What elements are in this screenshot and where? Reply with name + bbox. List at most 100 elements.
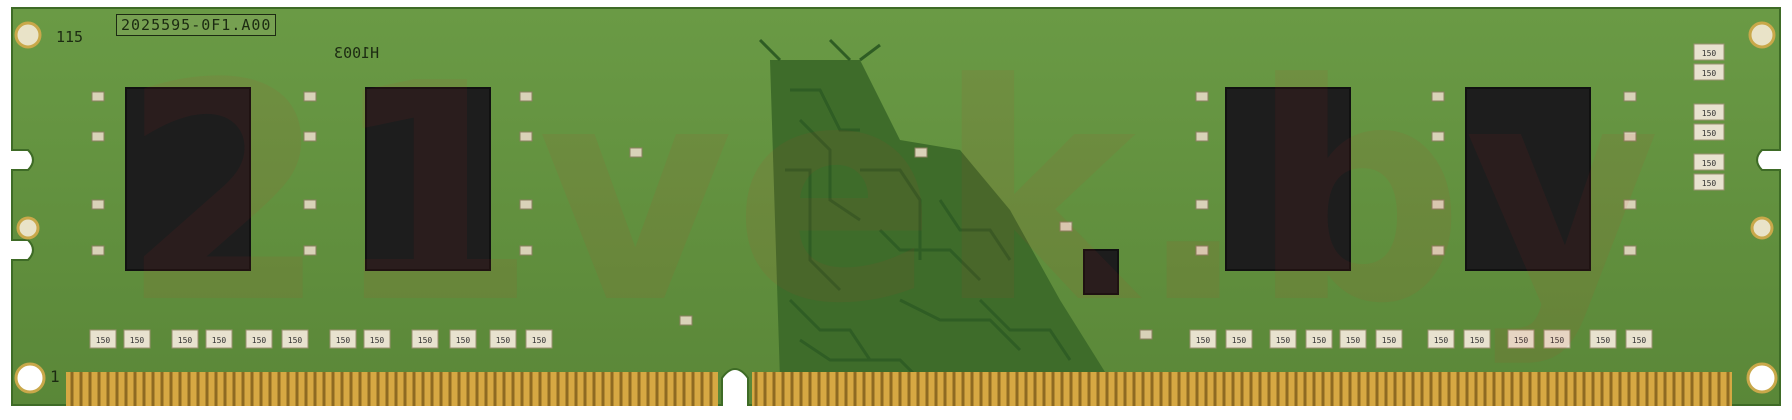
- smd-capacitor: [1195, 245, 1209, 256]
- resistor-code-label: 150: [212, 336, 227, 345]
- resistor-code-label: 150: [1232, 336, 1247, 345]
- resistor-arrays: 150 150 150 150 150 150 150 150 150 150 150 150 150 1…: [89, 43, 1725, 349]
- resistor-array: 150: [1507, 329, 1535, 349]
- memory-chip-4: [1465, 87, 1591, 271]
- smd-capacitor: [1195, 91, 1209, 102]
- gold-contacts: [66, 372, 1732, 406]
- resistor-array: 150: [1375, 329, 1403, 349]
- resistor-array: 150: [245, 329, 273, 349]
- resistor-array: 150: [1463, 329, 1491, 349]
- smd-capacitor: [303, 91, 317, 102]
- resistor-array: 150: [1693, 153, 1725, 171]
- resistor-code-label: 150: [496, 336, 511, 345]
- resistor-array: 150: [1543, 329, 1571, 349]
- resistor-array: 150: [1693, 63, 1725, 81]
- smd-capacitor: [1139, 329, 1153, 340]
- resistor-array: 150: [1427, 329, 1455, 349]
- pin-one-marker: 1: [50, 367, 60, 386]
- resistor-array: 150: [1269, 329, 1297, 349]
- smd-capacitor: [303, 131, 317, 142]
- resistor-array: 150: [89, 329, 117, 349]
- smd-capacitor: [303, 245, 317, 256]
- smd-capacitor: [629, 147, 643, 158]
- smd-capacitor: [1195, 199, 1209, 210]
- smd-capacitor: [1195, 131, 1209, 142]
- smd-capacitor: [519, 245, 533, 256]
- resistor-code-label: 150: [1550, 336, 1565, 345]
- memory-chips: [125, 87, 1591, 295]
- resistor-code-label: 150: [1346, 336, 1361, 345]
- resistor-array: 150: [1693, 43, 1725, 61]
- smd-capacitor: [91, 199, 105, 210]
- resistor-code-label: 150: [1382, 336, 1397, 345]
- smd-capacitor: [1431, 131, 1445, 142]
- resistor-code-label: 150: [1470, 336, 1485, 345]
- resistor-code-label: 150: [130, 336, 145, 345]
- smd-capacitor: [303, 199, 317, 210]
- resistor-code-label: 150: [1596, 336, 1611, 345]
- resistor-code-label: 150: [1514, 336, 1529, 345]
- mounting-holes: [14, 21, 1778, 394]
- smd-capacitor: [91, 91, 105, 102]
- resistor-array: 150: [525, 329, 553, 349]
- smd-capacitor: [1623, 91, 1637, 102]
- resistor-array: 150: [171, 329, 199, 349]
- resistor-array: 150: [1693, 103, 1725, 121]
- resistor-code-label: 150: [1312, 336, 1327, 345]
- resistor-code-label: 150: [178, 336, 193, 345]
- resistor-array: 150: [281, 329, 309, 349]
- smd-capacitor: [1431, 91, 1445, 102]
- resistor-array: 150: [1589, 329, 1617, 349]
- memory-chip-3: [1225, 87, 1351, 271]
- resistor-code-label: 150: [532, 336, 547, 345]
- resistor-array: 150: [363, 329, 391, 349]
- resistor-array: 150: [1625, 329, 1653, 349]
- resistor-code-label: 150: [456, 336, 471, 345]
- smd-capacitor: [1059, 221, 1073, 232]
- resistor-array: 150: [1305, 329, 1333, 349]
- resistor-code-label: 150: [1702, 109, 1717, 118]
- part-number-label: 2025595-0F1.A00: [116, 14, 277, 36]
- spd-chip: [1083, 249, 1119, 295]
- smd-capacitor: [914, 147, 928, 158]
- resistor-code-label: 150: [1702, 159, 1717, 168]
- resistor-code-label: 150: [418, 336, 433, 345]
- resistor-array: 150: [205, 329, 233, 349]
- smd-capacitor: [1623, 131, 1637, 142]
- resistor-array: 150: [449, 329, 477, 349]
- pcb-code-label: H1003: [334, 44, 380, 62]
- resistor-array: 150: [1189, 329, 1217, 349]
- smd-capacitor: [91, 245, 105, 256]
- smd-capacitor: [1623, 199, 1637, 210]
- resistor-code-label: 150: [370, 336, 385, 345]
- memory-chip-2: [365, 87, 491, 271]
- resistor-array: 150: [411, 329, 439, 349]
- smd-capacitor: [519, 91, 533, 102]
- resistor-code-label: 150: [336, 336, 351, 345]
- resistor-array: 150: [1693, 123, 1725, 141]
- resistor-array: 150: [1225, 329, 1253, 349]
- resistor-array: 150: [329, 329, 357, 349]
- resistor-code-label: 150: [1434, 336, 1449, 345]
- resistor-code-label: 150: [1702, 129, 1717, 138]
- resistor-code-label: 150: [252, 336, 267, 345]
- smd-components: [91, 91, 1637, 340]
- resistor-code-label: 150: [288, 336, 303, 345]
- smd-capacitor: [519, 199, 533, 210]
- resistor-array: 150: [1339, 329, 1367, 349]
- resistor-array: 150: [123, 329, 151, 349]
- model-number-label: 115: [56, 28, 84, 46]
- resistor-code-label: 150: [1276, 336, 1291, 345]
- smd-capacitor: [679, 315, 693, 326]
- resistor-code-label: 150: [1702, 69, 1717, 78]
- resistor-array: 150: [1693, 173, 1725, 191]
- resistor-code-label: 150: [1632, 336, 1647, 345]
- resistor-array: 150: [489, 329, 517, 349]
- smd-capacitor: [1431, 245, 1445, 256]
- resistor-code-label: 150: [1702, 49, 1717, 58]
- smd-capacitor: [1431, 199, 1445, 210]
- smd-capacitor: [519, 131, 533, 142]
- smd-capacitor: [91, 131, 105, 142]
